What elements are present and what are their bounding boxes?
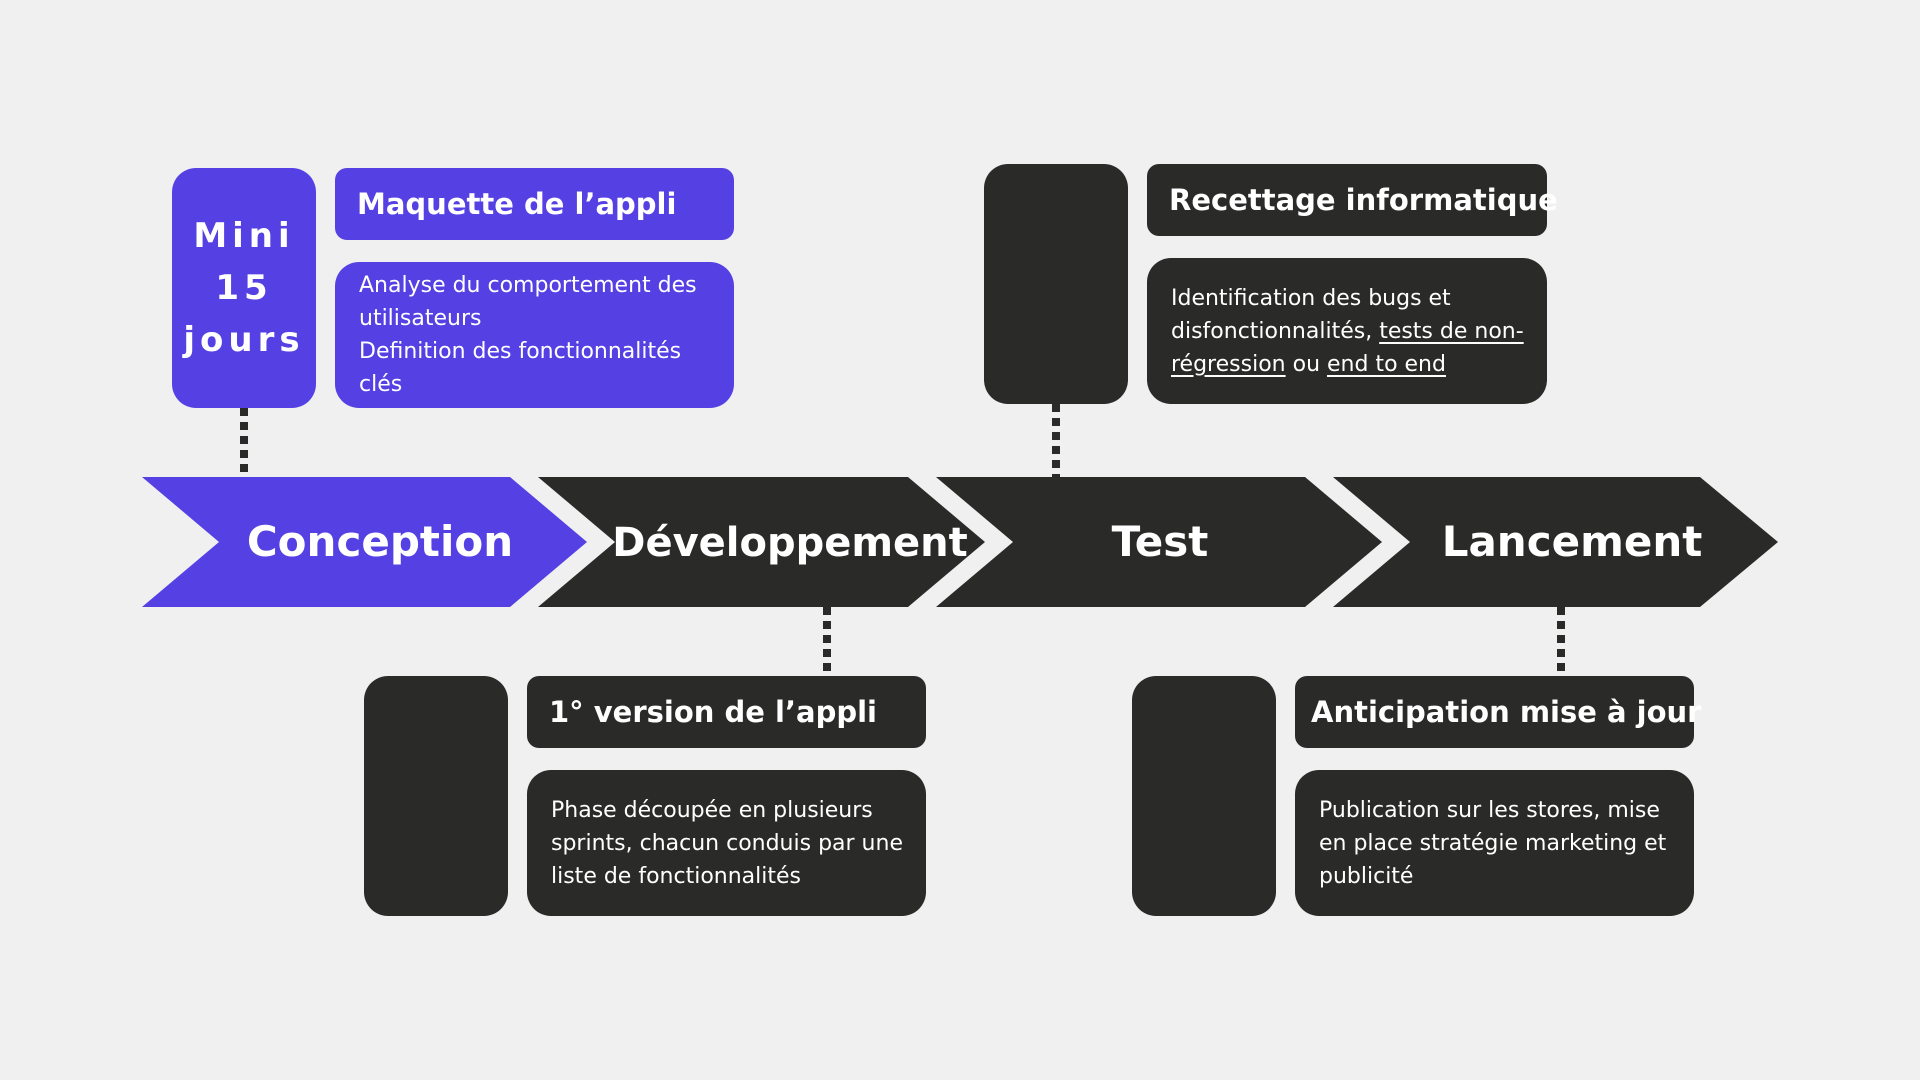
chevron-test bbox=[936, 477, 1382, 607]
phase-label-developpement: Développement bbox=[612, 520, 968, 566]
lancement-title: Anticipation mise à jour bbox=[1311, 695, 1702, 729]
developpement-desc-box: Phase découpée en plusieurs sprints, cha… bbox=[527, 770, 926, 916]
test-title: Recettage informatique bbox=[1169, 183, 1558, 217]
phase-label-test: Test bbox=[1112, 517, 1209, 566]
test-title-box: Recettage informatique bbox=[1147, 164, 1558, 236]
conception-duration-box: Mini 15 jours bbox=[172, 168, 316, 408]
connector-test bbox=[1052, 404, 1060, 477]
phase-label-lancement: Lancement bbox=[1442, 517, 1703, 566]
lancement-desc-box: Publication sur les stores, mise en plac… bbox=[1295, 770, 1694, 916]
test-desc-link-end-to-end[interactable]: end to end bbox=[1327, 351, 1446, 377]
test-duration-box bbox=[984, 164, 1128, 404]
test-desc-part2: ou bbox=[1285, 351, 1327, 377]
conception-title-box: Maquette de l’appli bbox=[335, 168, 734, 240]
connector-lancement bbox=[1557, 607, 1565, 676]
test-desc-box: Identification des bugs et disfonctionna… bbox=[1147, 258, 1547, 404]
connector-developpement bbox=[823, 607, 831, 676]
lancement-title-box: Anticipation mise à jour bbox=[1295, 676, 1701, 748]
developpement-duration-box bbox=[364, 676, 508, 916]
conception-desc-line1: Analyse du comportement des utilisateurs bbox=[359, 273, 697, 331]
chevron-developpement bbox=[538, 477, 985, 607]
lancement-desc: Publication sur les stores, mise en plac… bbox=[1319, 797, 1667, 889]
developpement-title-box: 1° version de l’appli bbox=[527, 676, 926, 748]
connector-conception bbox=[240, 408, 248, 477]
developpement-desc: Phase découpée en plusieurs sprints, cha… bbox=[551, 797, 903, 889]
chevron-lancement bbox=[1333, 477, 1778, 607]
conception-duration: Mini 15 jours bbox=[183, 216, 305, 360]
lancement-duration-box bbox=[1132, 676, 1276, 916]
chevron-conception bbox=[142, 477, 587, 607]
test-desc-part1: Identification des bugs et disfonctionna… bbox=[1171, 285, 1451, 344]
conception-desc-line2: Definition des fonctionnalités clés bbox=[359, 339, 682, 397]
phase-label-conception: Conception bbox=[247, 517, 513, 566]
developpement-title: 1° version de l’appli bbox=[549, 695, 877, 729]
test-desc: Identification des bugs et disfonctionna… bbox=[1171, 282, 1525, 381]
test-desc-link-non-regression[interactable]: tests de non-régression bbox=[1171, 318, 1524, 377]
conception-desc-box: Analyse du comportement des utilisateurs… bbox=[335, 262, 734, 408]
conception-title: Maquette de l’appli bbox=[357, 187, 677, 221]
